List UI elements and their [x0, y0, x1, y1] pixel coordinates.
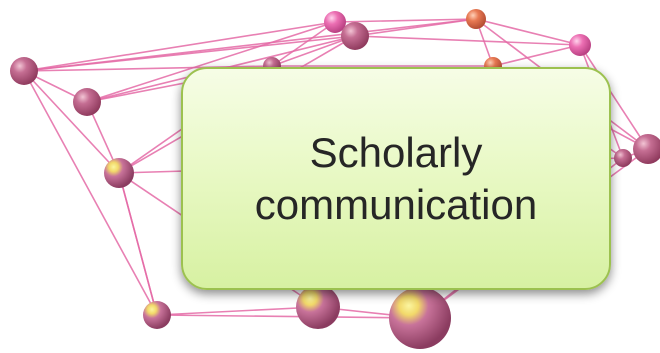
network-edge: [354, 35, 581, 46]
network-edge: [86, 21, 336, 103]
network-edge: [23, 18, 477, 72]
network-node: [569, 34, 591, 56]
network-node: [296, 285, 340, 329]
network-edge: [271, 21, 336, 67]
network-edge: [23, 21, 336, 72]
network-node: [324, 11, 346, 33]
network-edge: [23, 70, 120, 174]
network-edge: [354, 18, 477, 37]
network-edge: [271, 35, 356, 67]
network-edge: [156, 314, 421, 319]
network-node: [10, 57, 38, 85]
network-edge: [334, 18, 477, 23]
network-node: [466, 9, 486, 29]
network-edge: [23, 70, 158, 316]
network-node: [389, 287, 451, 349]
network-node: [341, 22, 369, 50]
network-node: [104, 158, 134, 188]
network-edge: [118, 172, 158, 316]
topic-card: Scholarly communication: [181, 67, 611, 290]
network-node: [143, 301, 171, 329]
network-edge: [579, 44, 649, 150]
network-edge: [475, 18, 581, 46]
network-node: [633, 134, 660, 164]
network-edge: [156, 306, 319, 316]
network-edge: [492, 44, 581, 67]
card-title: Scholarly communication: [254, 128, 538, 228]
network-node: [73, 88, 101, 116]
network-node: [614, 149, 632, 167]
